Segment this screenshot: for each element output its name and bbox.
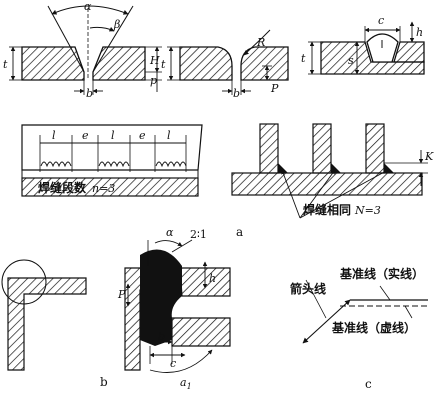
s-label: s <box>348 54 354 67</box>
h-label-cap: H <box>149 54 160 67</box>
caption-b: b <box>100 375 108 389</box>
p-label-1: p <box>150 74 157 87</box>
alpha-label-2: α <box>166 226 174 239</box>
weld-same-label: 焊缝相同 <box>303 202 351 217</box>
weld-count-label: 焊缝段数 <box>38 180 87 195</box>
arrow-line-label: 箭头线 <box>290 281 326 296</box>
b-label-3: b <box>158 330 165 343</box>
plug-weld-joint: c h t s <box>301 14 425 75</box>
c-label-1: c <box>378 14 384 27</box>
h-label-2: h <box>209 272 216 285</box>
ref-solid-label: 基准线（实线） <box>339 266 424 281</box>
p-label-3: P <box>117 288 126 301</box>
b-label-2: b <box>233 87 240 100</box>
corner-joint-overview <box>1 259 87 371</box>
h-label-1: h <box>416 26 423 39</box>
l-label-2: l <box>111 129 115 142</box>
intermittent-weld-plan: l e l e l 焊缝段数 n=3 <box>21 124 203 197</box>
corner-joint-detail: α 2∶1 h P b c a1 b <box>100 226 231 391</box>
b-label-1: b <box>86 87 93 100</box>
ref-dashed-label: 基准线（虚线） <box>331 320 416 335</box>
k-label: K <box>424 150 434 163</box>
weld-same-value: N=3 <box>354 204 381 217</box>
weld-count-value: n=3 <box>92 182 115 195</box>
l-label-1: l <box>52 129 56 142</box>
beta-label: β <box>113 18 120 31</box>
c-label-2: c <box>170 357 176 370</box>
t-label-2: t <box>161 58 166 71</box>
u-groove-joint: R t b P <box>161 29 289 100</box>
scale-label: 2∶1 <box>190 228 207 241</box>
t-label-3: t <box>301 52 306 65</box>
l-label-3: l <box>167 129 171 142</box>
alpha-label: α <box>84 0 92 13</box>
caption-c: c <box>365 377 372 391</box>
a1-label: a1 <box>180 376 192 391</box>
e-label-1: e <box>82 129 89 142</box>
t-label-1: t <box>3 58 8 71</box>
r-label: R <box>256 36 265 49</box>
reference-line-symbol: 箭头线 基准线（实线） 基准线（虚线） c <box>290 266 428 391</box>
caption-a: a <box>236 225 243 239</box>
p-label-2: P <box>270 82 279 95</box>
e-label-2: e <box>139 129 146 142</box>
rib-fillet-welds: K 焊缝相同 N=3 a <box>231 123 434 239</box>
v-groove-joint: α β t H p b <box>3 0 162 100</box>
